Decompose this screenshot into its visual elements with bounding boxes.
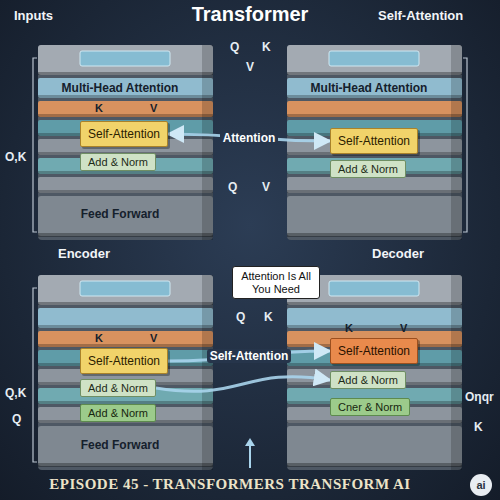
decoder-stack — [287, 45, 462, 240]
episode-caption: EPISODE 45 - TRANSFORMERS TRANSFORM AI — [0, 476, 460, 493]
layer-band: Feed Forward — [45, 436, 195, 454]
norm-box: Add & Norm — [330, 371, 406, 389]
layer-band: Feed Forward — [45, 205, 195, 223]
attention-arrow — [156, 377, 330, 392]
attention-box: Self-Attention — [330, 338, 418, 364]
encoder-stack — [38, 45, 213, 240]
norm-box: Cner & Norm — [330, 398, 410, 416]
diagram-label: K — [345, 322, 353, 334]
node-text: Add & Norm — [338, 374, 398, 386]
side-bracket — [33, 288, 37, 462]
diagram-label: Q — [236, 310, 245, 324]
node-text: Add & Norm — [88, 382, 148, 394]
diagram-label: K — [264, 310, 273, 324]
node-text: Self-Attention — [338, 134, 410, 148]
layer-band: Multi-Head Attention — [294, 79, 444, 97]
attention-box: Self-Attention — [330, 128, 418, 154]
node-text: Cner & Norm — [338, 401, 402, 413]
attention-box: Self-Attention — [80, 348, 168, 374]
center-arrow-head — [245, 438, 255, 446]
node-text: Self-Attention — [338, 344, 410, 358]
node-text: ai — [470, 474, 492, 496]
diagram-label: Encoder — [58, 246, 110, 261]
node-text: Self-Attention — [88, 354, 160, 368]
node-text: Multi-Head Attention — [49, 81, 191, 95]
norm-box: Add & Norm — [80, 404, 156, 422]
diagram-label: Decoder — [372, 246, 424, 261]
node-text: Multi-Head Attention — [298, 81, 440, 95]
diagram-label: V — [150, 332, 157, 344]
diagram-label: O,K — [5, 150, 26, 164]
diagram-label: V — [150, 102, 157, 114]
node-text: Attention Is All You Need — [237, 270, 315, 295]
encoder-stack — [38, 275, 213, 470]
side-bracket — [463, 58, 467, 232]
edge-label: Self-Attention — [207, 349, 292, 363]
layer-band: Multi-Head Attention — [45, 79, 195, 97]
node-text: Add & Norm — [338, 163, 398, 175]
norm-box: Add & Norm — [330, 160, 406, 178]
diagram-label: Oηqr — [465, 390, 494, 404]
diagram-label: Q — [12, 412, 21, 426]
diagram-label: V — [400, 322, 407, 334]
norm-box: Add & Norm — [80, 379, 156, 397]
edge-label: Attention — [220, 131, 279, 145]
diagram-label: Q — [228, 180, 237, 194]
diagram-label: K — [95, 332, 103, 344]
node-text: Self-Attention — [88, 127, 160, 141]
norm-box: Add & Norm — [80, 153, 156, 171]
side-bracket — [33, 58, 37, 232]
diagram-label: Q,K — [5, 386, 26, 400]
node-text: Feed Forward — [49, 438, 191, 452]
diagram-label: V — [246, 60, 254, 74]
diagram-label: Self-Attention — [378, 8, 463, 23]
callout-box: Attention Is All You Need — [232, 266, 320, 299]
node-text: Add & Norm — [88, 156, 148, 168]
diagram-label: Q — [230, 40, 239, 54]
diagram-label: K — [262, 40, 271, 54]
diagram-label: K — [95, 102, 103, 114]
diagram-label: V — [262, 180, 270, 194]
node-text: Feed Forward — [49, 207, 191, 221]
diagram-label: Inputs — [14, 8, 53, 23]
node-text: Add & Norm — [88, 407, 148, 419]
decoder-stack — [287, 275, 462, 470]
diagram-label: K — [474, 420, 483, 434]
logo-badge: ai — [470, 474, 492, 496]
attention-box: Self-Attention — [80, 121, 168, 147]
